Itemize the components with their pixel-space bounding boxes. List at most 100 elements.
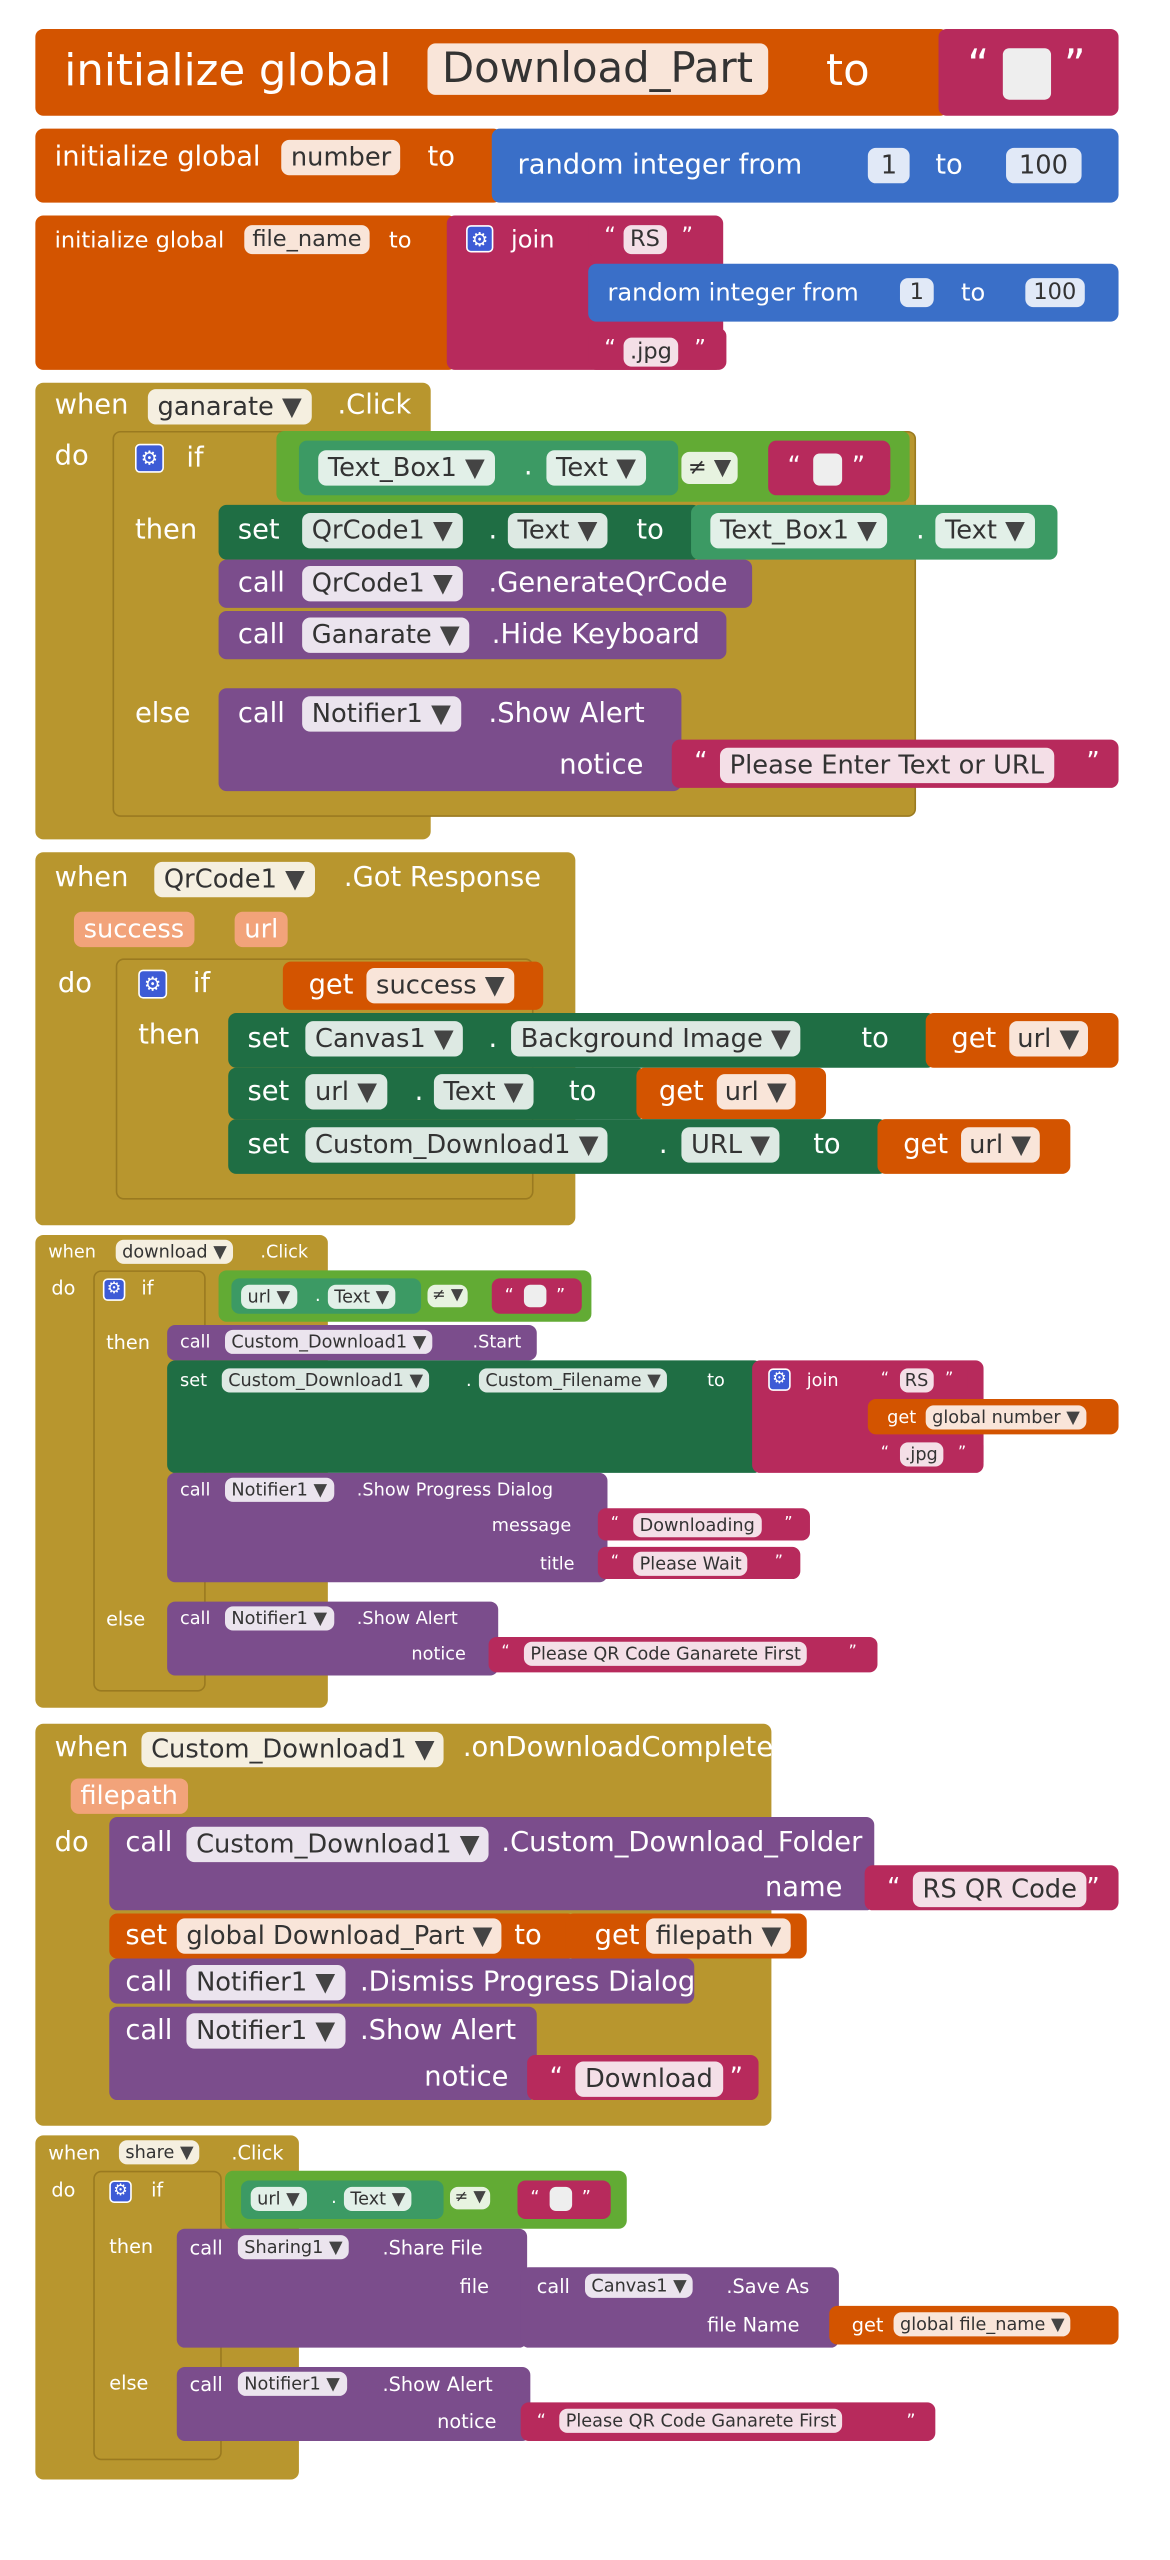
to-label: to xyxy=(427,141,455,174)
download-folder-method-label: .Custom_Download_Folder xyxy=(501,1826,863,1859)
file-name-field[interactable]: file_name xyxy=(244,225,370,255)
mutator-gear-icon[interactable]: ⚙ xyxy=(134,443,164,473)
mutator-gear-icon[interactable]: ⚙ xyxy=(138,969,168,999)
param-url[interactable]: url xyxy=(234,911,288,948)
empty-text-field[interactable] xyxy=(813,453,843,486)
text-property-dropdown[interactable]: Text xyxy=(327,1284,396,1309)
download-part-name-field[interactable]: Download_Part xyxy=(427,43,768,95)
notifier-component-dropdown[interactable]: Notifier1 xyxy=(186,2013,345,2049)
notifier-component-dropdown[interactable]: Notifier1 xyxy=(224,1477,334,1502)
jpg-text-field[interactable]: .jpg xyxy=(899,1442,943,1467)
neq-operator-dropdown[interactable]: ≠ xyxy=(681,451,738,485)
empty-text-field[interactable] xyxy=(549,2186,573,2211)
custom-download-component-dropdown[interactable]: Custom_Download1 xyxy=(305,1127,609,1163)
neq-operator-dropdown[interactable]: ≠ xyxy=(427,1284,469,1308)
url-variable-dropdown[interactable]: url xyxy=(961,1127,1040,1163)
alert-text-field[interactable]: Please QR Code Ganarete First xyxy=(559,2408,843,2433)
qrcode-component-dropdown[interactable]: QrCode1 xyxy=(302,512,463,549)
canvas-component-dropdown[interactable]: Canvas1 xyxy=(305,1021,464,1057)
please-wait-text-field[interactable]: Please Wait xyxy=(633,1551,749,1576)
text-property-dropdown[interactable]: Text xyxy=(433,1074,534,1110)
mutator-gear-icon[interactable]: ⚙ xyxy=(102,1278,126,1301)
get-label: get xyxy=(903,1128,949,1161)
url-variable-dropdown[interactable]: url xyxy=(1009,1021,1088,1057)
downloading-text-field[interactable]: Downloading xyxy=(633,1513,762,1538)
quote-close: ” xyxy=(681,223,694,250)
param-success[interactable]: success xyxy=(73,911,194,948)
to-label: to xyxy=(826,46,870,97)
custom-download-component-dropdown[interactable]: Custom_Download1 xyxy=(141,1731,445,1768)
file-name-label: file Name xyxy=(707,2313,800,2337)
do-label: do xyxy=(54,1826,89,1859)
rs-text-field[interactable]: RS xyxy=(623,225,667,255)
custom-download-component-dropdown[interactable]: Custom_Download1 xyxy=(186,1826,490,1863)
url-component-dropdown[interactable]: url xyxy=(305,1074,387,1110)
custom-download-component-dropdown[interactable]: Custom_Download1 xyxy=(224,1329,433,1354)
share-component-dropdown[interactable]: share xyxy=(118,2140,201,2165)
global-number-dropdown[interactable]: global number xyxy=(925,1405,1087,1430)
call-label: call xyxy=(189,2236,223,2260)
random-from-field[interactable]: 1 xyxy=(867,147,910,184)
qrcode-component-dropdown[interactable]: QrCode1 xyxy=(302,566,463,602)
mutator-gear-icon[interactable]: ⚙ xyxy=(466,225,494,253)
rs-text-field[interactable]: RS xyxy=(899,1368,934,1393)
url-component-dropdown[interactable]: url xyxy=(250,2186,307,2211)
init-number-block[interactable] xyxy=(35,128,502,203)
quote-close: ” xyxy=(957,1443,967,1462)
bg-image-property-dropdown[interactable]: Background Image xyxy=(511,1021,801,1057)
mutator-gear-icon[interactable]: ⚙ xyxy=(109,2180,132,2203)
qrcode-component-dropdown[interactable]: QrCode1 xyxy=(154,861,315,898)
canvas-component-dropdown[interactable]: Canvas1 xyxy=(584,2273,694,2298)
then-label: then xyxy=(134,514,198,547)
custom-download-component-dropdown[interactable]: Custom_Download1 xyxy=(221,1368,430,1393)
text-property-dropdown[interactable]: Text xyxy=(343,2186,412,2211)
else-label: else xyxy=(109,2371,149,2395)
empty-text-field[interactable] xyxy=(1002,48,1052,100)
alert-text-field[interactable]: Please QR Code Ganarete First xyxy=(523,1641,808,1666)
get-label: get xyxy=(658,1075,704,1108)
notice-label: notice xyxy=(424,2061,509,2094)
number-name-field[interactable]: number xyxy=(281,139,401,176)
text-property-dropdown[interactable]: Text xyxy=(935,512,1035,549)
random-from-field[interactable]: 1 xyxy=(899,278,934,308)
join-label: join xyxy=(511,225,555,255)
text-property-dropdown[interactable]: Text xyxy=(507,512,608,549)
empty-text-field[interactable] xyxy=(523,1284,547,1308)
init-global-label: initialize global xyxy=(54,141,261,174)
mutator-gear-icon[interactable]: ⚙ xyxy=(768,1368,791,1391)
textbox-component-dropdown[interactable]: Text_Box1 xyxy=(710,512,887,549)
random-to-field[interactable]: 100 xyxy=(1025,278,1085,308)
custom-filename-property-dropdown[interactable]: Custom_Filename xyxy=(478,1368,668,1393)
url-property-dropdown[interactable]: URL xyxy=(681,1127,780,1163)
quote-close: ” xyxy=(774,1553,783,1572)
jpg-text-field[interactable]: .jpg xyxy=(623,337,679,367)
notifier-component-dropdown[interactable]: Notifier1 xyxy=(186,1964,345,2001)
url-variable-dropdown[interactable]: url xyxy=(716,1074,795,1110)
alert-text-field[interactable]: Please Enter Text or URL xyxy=(719,747,1054,784)
folder-name-text-field[interactable]: RS QR Code xyxy=(912,1871,1087,1908)
filepath-variable-dropdown[interactable]: filepath xyxy=(646,1918,791,1954)
text-property-dropdown[interactable]: Text xyxy=(546,450,646,486)
notifier-component-dropdown[interactable]: Notifier1 xyxy=(302,696,461,732)
neq-operator-dropdown[interactable]: ≠ xyxy=(449,2186,491,2210)
random-to-field[interactable]: 100 xyxy=(1006,147,1081,184)
quote-close: ” xyxy=(1063,41,1086,91)
quote-open: “ xyxy=(504,1284,514,1306)
textbox-component-dropdown[interactable]: Text_Box1 xyxy=(318,450,495,486)
param-filepath[interactable]: filepath xyxy=(70,1778,188,1814)
quote-close: ” xyxy=(694,336,706,362)
notifier-component-dropdown[interactable]: Notifier1 xyxy=(224,1606,334,1631)
ganarate-component-dropdown[interactable]: ganarate xyxy=(147,389,312,425)
global-file-name-dropdown[interactable]: global file_name xyxy=(893,2312,1072,2337)
notifier-component-dropdown[interactable]: Notifier1 xyxy=(237,2371,347,2396)
success-variable-dropdown[interactable]: success xyxy=(366,968,515,1004)
download-text-field[interactable]: Download xyxy=(575,2061,723,2097)
sharing-component-dropdown[interactable]: Sharing1 xyxy=(237,2235,350,2260)
global-download-part-dropdown[interactable]: global Download_Part xyxy=(176,1918,503,1954)
url-component-dropdown[interactable]: url xyxy=(241,1284,297,1309)
show-alert-call[interactable] xyxy=(176,2366,531,2441)
ganarate-component-dropdown[interactable]: Ganarate xyxy=(302,617,470,653)
download-component-dropdown[interactable]: download xyxy=(115,1239,234,1264)
share-file-call[interactable] xyxy=(176,2228,528,2348)
